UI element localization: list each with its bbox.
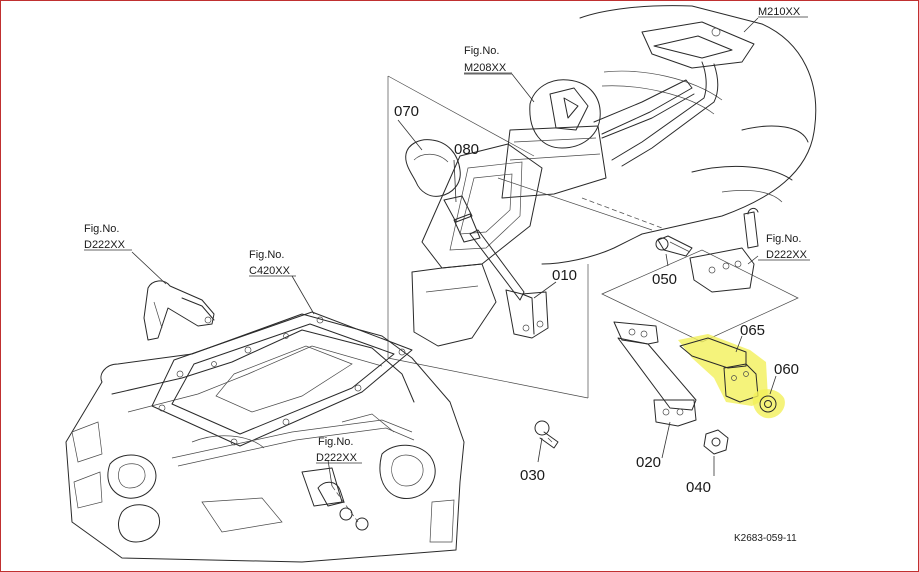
linkage-yoke <box>689 207 759 293</box>
part-label-040: 040 <box>686 479 711 496</box>
fig-ref-d222-right-label: Fig.No. <box>766 233 801 245</box>
part-020-bracket <box>613 321 697 427</box>
part-070-knob <box>405 139 461 197</box>
fig-ref-m208: M208XX <box>464 62 507 74</box>
left-pin-part <box>143 280 215 341</box>
fig-ref-d222-left-label: Fig.No. <box>84 223 119 235</box>
part-label-050: 050 <box>652 271 677 288</box>
leader-lines <box>131 17 777 487</box>
part-010-bracket <box>469 229 549 339</box>
fig-ref-d222-bottom-label: Fig.No. <box>318 436 353 448</box>
fig-ref-c420: C420XX <box>249 265 291 277</box>
fig-ref-d222-bottom: D222XX <box>316 452 358 464</box>
part-060-nut <box>752 389 785 419</box>
lever-assembly <box>411 79 695 347</box>
cover-plate-c420 <box>151 311 413 447</box>
part-label-080: 080 <box>454 141 479 158</box>
part-label-020: 020 <box>636 454 661 471</box>
part-label-010: 010 <box>552 267 577 284</box>
part-040-nut <box>703 429 729 455</box>
part-030-bolt <box>534 420 559 449</box>
linkage-rods <box>171 419 415 531</box>
part-080-clip <box>443 195 481 243</box>
fig-ref-m210: M210XX <box>758 6 801 18</box>
part-label-065: 065 <box>740 322 765 339</box>
drawing-code: K2683-059-11 <box>734 533 797 544</box>
part-050-bolt <box>655 235 693 257</box>
fig-ref-m208-label: Fig.No. <box>464 45 499 57</box>
tractor-body-outline <box>541 5 817 265</box>
part-label-060: 060 <box>774 361 799 378</box>
assembly-frames <box>387 75 799 399</box>
fig-ref-c420-label: Fig.No. <box>249 249 284 261</box>
part-label-030: 030 <box>520 467 545 484</box>
fig-ref-d222-left: D222XX <box>84 239 126 251</box>
part-label-070: 070 <box>394 103 419 120</box>
fig-ref-d222-right: D222XX <box>766 249 808 261</box>
